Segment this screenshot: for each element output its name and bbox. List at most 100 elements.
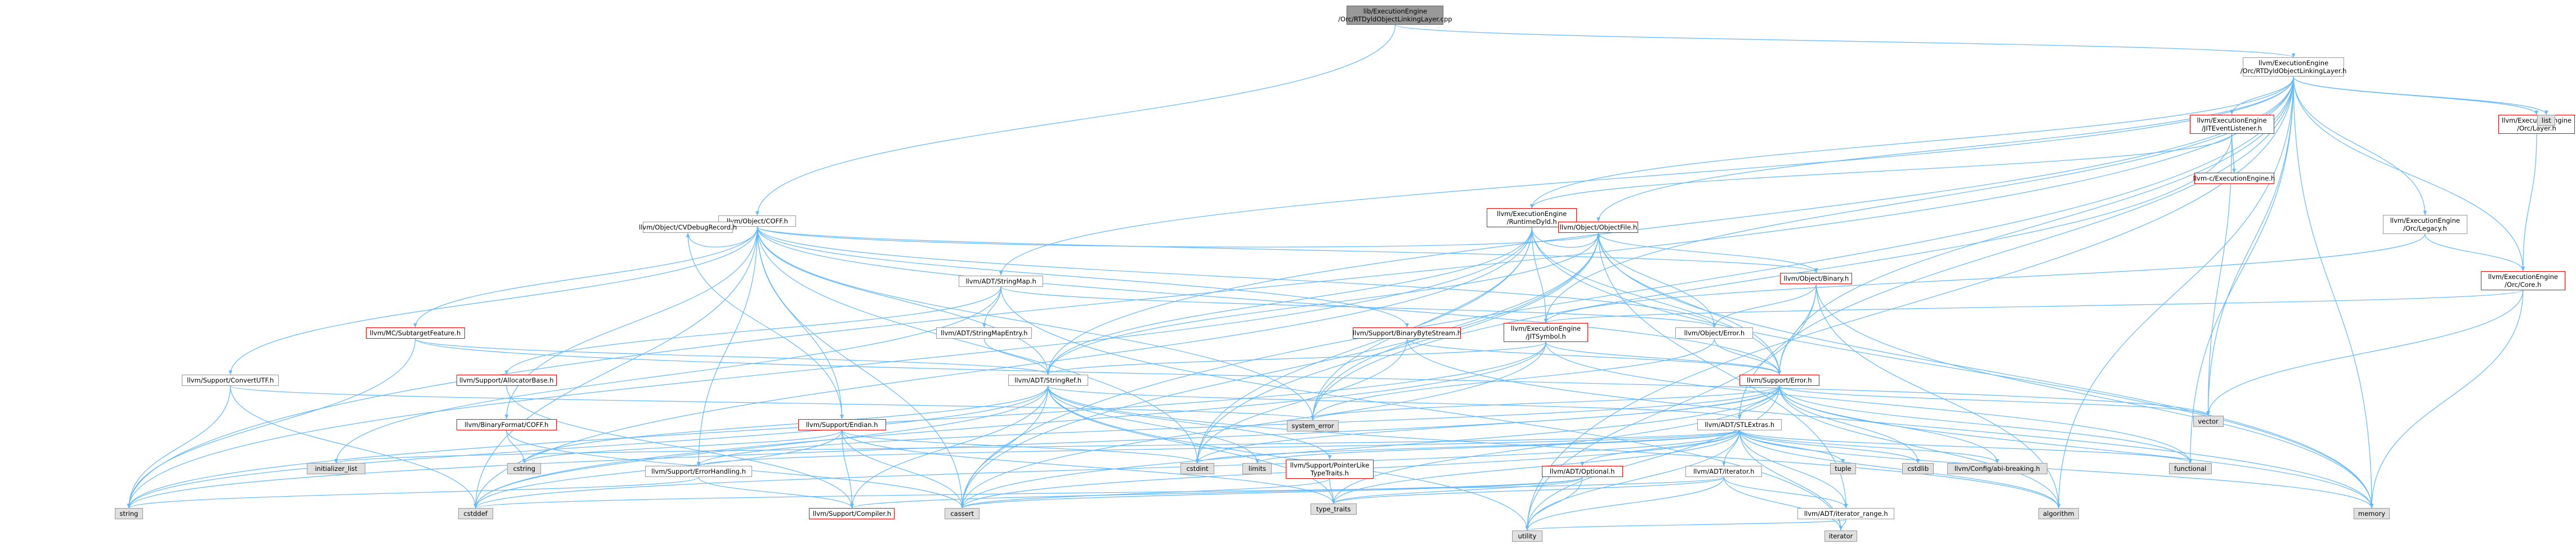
edge-object_file_h-to-cstdint [1195,232,1599,464]
node-jit-symbol-h[interactable]: llvm/ExecutionEngine/JITSymbol.h [1503,323,1588,343]
edge-adt_iterator_h-to-type_traits [1331,476,1724,504]
node-stl-extras-h[interactable]: llvm/ADT/STLExtras.h [1697,419,1782,430]
edge-adt_optional_h-to-support_compiler_h [850,476,1583,509]
node-cv-debug-record-h[interactable]: llvm/Object/CVDebugRecord.h [639,222,737,233]
node-cstddef[interactable]: cstddef [458,508,493,520]
edge-rtdyld_linking_layer_h-to-string_map_h [999,77,2294,276]
node-system-error[interactable]: system_error [1287,420,1339,431]
edge-support_error_h-to-algorithm [1779,385,2061,509]
node-iterator-range-h[interactable]: llvm/ADT/iterator_range.h [1797,508,1895,520]
node-orc-legacy-h[interactable]: llvm/ExecutionEngine/Orc/Legacy.h [2382,215,2467,235]
edge-support_error_h-to-functional [1779,385,2193,464]
node-label-line: llvm/Support/ErrorHandling.h [651,467,746,476]
node-label-line: llvm/Support/AllocatorBase.h [459,376,554,384]
node-label-line: /RuntimeDyld.h [1506,218,1557,226]
node-binary-byte-stream-h[interactable]: llvm/Support/BinaryByteStream.h [1353,327,1461,339]
edge-runtime_dyld_h-to-support_error_h [1531,227,1782,375]
edge-support_error_h-to-utility [1525,385,1780,530]
node-iterator[interactable]: iterator [1824,530,1857,542]
node-support-endian-h[interactable]: llvm/Support/Endian.h [798,419,886,430]
edge-rtdyld_linking_layer_h-to-utility [1525,77,2294,530]
edge-object_binary_h-to-utility [1525,284,1817,530]
node-root[interactable]: lib/ExecutionEngine/Orc/RTDyldObjectLink… [1338,5,1452,25]
edge-object_coff_h-to-binary_byte_stream_h [757,227,1409,328]
node-label-line: llvm/ADT/StringRef.h [1014,376,1082,384]
node-error-handling-h[interactable]: llvm/Support/ErrorHandling.h [645,466,752,478]
node-label-line: vector [2198,417,2219,425]
edge-pointer_like_type_traits_h-to-type_traits [1329,478,1336,504]
node-label-line: /Orc/Layer.h [2517,124,2556,132]
node-object-coff-h[interactable]: llvm/Object/COFF.h [718,215,797,227]
node-memory[interactable]: memory [2354,508,2390,520]
edge-jit_symbol_h-to-functional [1545,342,2193,464]
node-cstdlib[interactable]: cstdlib [1902,463,1934,475]
node-label-line: llvm/ADT/STLExtras.h [1705,420,1775,429]
node-jit-event-listener-h[interactable]: llvm/ExecutionEngine/JITEventListener.h [2189,114,2274,134]
node-utility[interactable]: utility [1511,530,1542,542]
edge-rtdyld_linking_layer_h-to-runtime_dyld_h [1530,77,2294,209]
node-label-line: memory [2358,510,2386,518]
node-type-traits[interactable]: type_traits [1310,503,1357,515]
edge-support_error_h-to-cstdint [1195,385,1780,464]
node-adt-iterator-h[interactable]: llvm/ADT/iterator.h [1685,466,1763,478]
edge-rtdyld_linking_layer_h-to-vector [2206,77,2294,416]
node-label-line: /Orc/Core.h [2505,280,2542,289]
node-adt-optional-h[interactable]: llvm/ADT/Optional.h [1541,466,1623,478]
node-object-binary-h[interactable]: llvm/Object/Binary.h [1780,272,1853,284]
edge-rtdyld_linking_layer_h-to-string_ref_h [1046,77,2294,375]
node-rtdyld-linking-layer-h[interactable]: llvm/ExecutionEngine/Orc/RTDyldObjectLin… [2240,57,2346,77]
node-label-line: cstdint [1186,465,1209,473]
node-object-file-h[interactable]: llvm/Object/ObjectFile.h [1558,222,1639,233]
node-orc-layer-h[interactable]: llvm/ExecutionEngine/Orc/Layer.h [2498,114,2575,134]
node-vector[interactable]: vector [2193,415,2224,427]
edge-cv_debug_record_h-to-support_endian_h [687,232,844,419]
edge-orc_core_h-to-memory [2369,290,2524,509]
node-string-map-h[interactable]: llvm/ADT/StringMap.h [959,275,1044,287]
node-string-ref-h[interactable]: llvm/ADT/StringRef.h [1008,374,1088,386]
node-cassert[interactable]: cassert [945,508,980,520]
edge-stl_extras_h-to-tuple [1739,430,1845,464]
edge-object_file_h-to-string_ref_h [1046,232,1599,375]
edge-support_error_h-to-vector [1779,385,2210,416]
edge-adt_iterator_h-to-iterator [1723,477,1843,530]
edge-runtime_dyld_h-to-cstddef [473,227,1532,509]
node-label-line: /Orc/Legacy.h [2403,224,2447,233]
edge-orc_core_h-to-jit_symbol_h [1544,290,2524,323]
node-label-line: algorithm [2043,510,2074,518]
edge-stl_extras_h-to-initializer_list [334,430,1740,464]
edge-stl_extras_h-to-cstddef [473,430,1740,509]
node-cstdint[interactable]: cstdint [1180,463,1214,475]
node-string[interactable]: string [114,508,143,520]
node-initializer-list[interactable]: initializer_list [307,463,366,475]
node-support-compiler-h[interactable]: llvm/Support/Compiler.h [809,508,895,520]
node-label-line: TypeTraits.h [1310,469,1349,477]
node-orc-core-h[interactable]: llvm/ExecutionEngine/Orc/Core.h [2480,271,2565,290]
node-binary-format-coff-h[interactable]: llvm/BinaryFormat/COFF.h [456,419,557,430]
node-label-line: cassert [950,510,974,518]
edge-string_ref_h-to-algorithm [1048,385,2061,509]
node-list[interactable]: list [2537,114,2556,126]
node-convert-utf-h[interactable]: llvm/Support/ConvertUTF.h [182,374,279,386]
node-mc-subtarget-feature-h[interactable]: llvm/MC/SubtargetFeature.h [365,327,465,339]
node-limits[interactable]: limits [1242,463,1272,475]
node-functional[interactable]: functional [2168,463,2212,475]
edge-convert_utf_h-to-string [127,385,231,509]
node-string-map-entry-h[interactable]: llvm/ADT/StringMapEntry.h [936,327,1032,339]
node-allocator-base-h[interactable]: llvm/Support/AllocatorBase.h [456,374,557,386]
edge-rtdyld_linking_layer_h-to-jit_symbol_h [1544,77,2294,323]
node-cstring[interactable]: cstring [507,463,542,475]
edge-rtdyld_linking_layer_h-to-string [127,77,2294,509]
edge-object_coff_h-to-system_error [757,227,1315,420]
edge-object_coff_h-to-support_error_h [757,227,1782,375]
edge-stl_extras_h-to-limits [1255,430,1740,464]
edge-rtdyld_linking_layer_h-to-support_error_h [1777,77,2294,375]
edge-jit_event_listener_h-to-vector [2206,133,2233,416]
node-algorithm[interactable]: algorithm [2038,508,2079,520]
node-llvm-c-execution-engine-h[interactable]: llvm-c/ExecutionEngine.h [2193,173,2275,185]
edge-mc_subtarget_feature_h-to-vector [414,338,2210,416]
node-config-abi-breaking-h[interactable]: llvm/Config/abi-breaking.h [1947,463,2047,475]
node-tuple[interactable]: tuple [1830,463,1856,475]
node-object-error-h[interactable]: llvm/Object/Error.h [1675,327,1754,339]
node-support-error-h[interactable]: llvm/Support/Error.h [1739,374,1819,386]
